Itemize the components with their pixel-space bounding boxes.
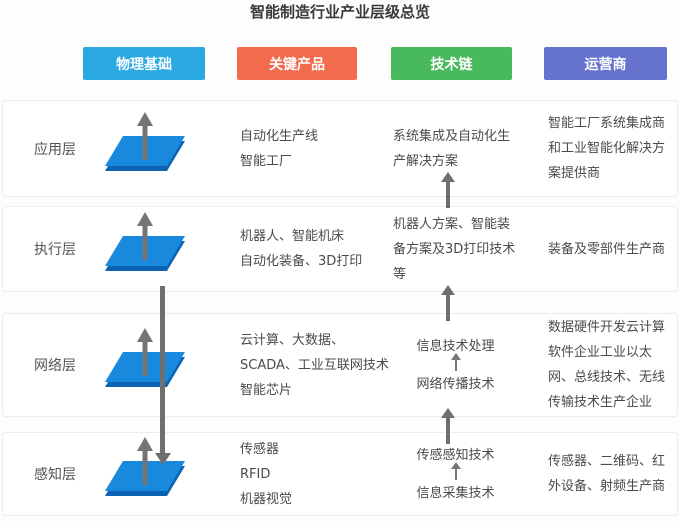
tech-chain-lower-text: 网络传播技术 [416,376,495,392]
header-operators: 运营商 [544,47,667,80]
products-text: 自动化生产线 智能工厂 [240,128,319,169]
layer-label: 感知层 [34,467,76,483]
platform-icon [93,101,223,196]
layer-label: 执行层 [34,242,76,258]
platform-icon [93,207,223,291]
up-arrow-icon [450,461,461,480]
layer-label: 应用层 [34,141,76,158]
tech-chain-lower-text: 信息采集技术 [416,485,495,501]
header-key-products: 关键产品 [237,47,357,80]
layer-label: 网络层 [34,358,76,374]
up-arrow-icon [441,285,455,321]
header-tech-chain: 技术链 [391,47,512,80]
row-execution-layer: 执行层 机器人、智能机床 自动化装备、3D打印 机器人方案、智能装 备方案及3D… [2,206,678,292]
tech-chain-upper-text: 信息技术处理 [416,338,495,354]
up-arrow-icon [441,408,455,444]
long-down-arrow-icon [154,286,171,465]
up-arrow-icon [441,172,455,208]
row-application-layer: 应用层 自动化生产线 智能工厂 系统集成及自动化生 产解决方案 智能工厂系统集成… [2,100,678,197]
operators-text: 传感器、二维码、红 外设备、射频生产商 [548,454,666,494]
platform-icon [93,433,223,515]
operators-text: 装备及零部件生产商 [548,241,666,257]
row-perception-layer: 感知层 传感器 RFID 机器视觉 传感感知技术 信息采集技术 传感器、二维码、… [2,432,678,516]
products-text: 云计算、大数据、 SCADA、工业互联网技术 智能芯片 [240,332,389,398]
products-text: 传感器 RFID 机器视觉 [240,441,293,507]
tech-chain-upper-text: 传感感知技术 [416,447,495,463]
up-arrow-icon [450,352,461,371]
row-network-layer: 网络层 云计算、大数据、 SCADA、工业互联网技术 智能芯片 信息技术处理 网… [2,313,678,417]
products-text: 机器人、智能机床 自动化装备、3D打印 [240,229,363,269]
platform-icon [93,314,223,416]
operators-text: 智能工厂系统集成商 和工业智能化解决方 案提供商 [548,116,666,181]
header-physical-foundation: 物理基础 [83,47,205,80]
operators-text: 数据硬件开发云计算 软件企业工业以太 网、总线技术、无线 传输技术生产企业 [548,320,666,410]
tech-chain-text: 系统集成及自动化生 产解决方案 [393,128,511,169]
page-title: 智能制造行业产业层级总览 [249,3,430,21]
tech-chain-text: 机器人方案、智能装 备方案及3D打印技术 等 [393,216,516,282]
